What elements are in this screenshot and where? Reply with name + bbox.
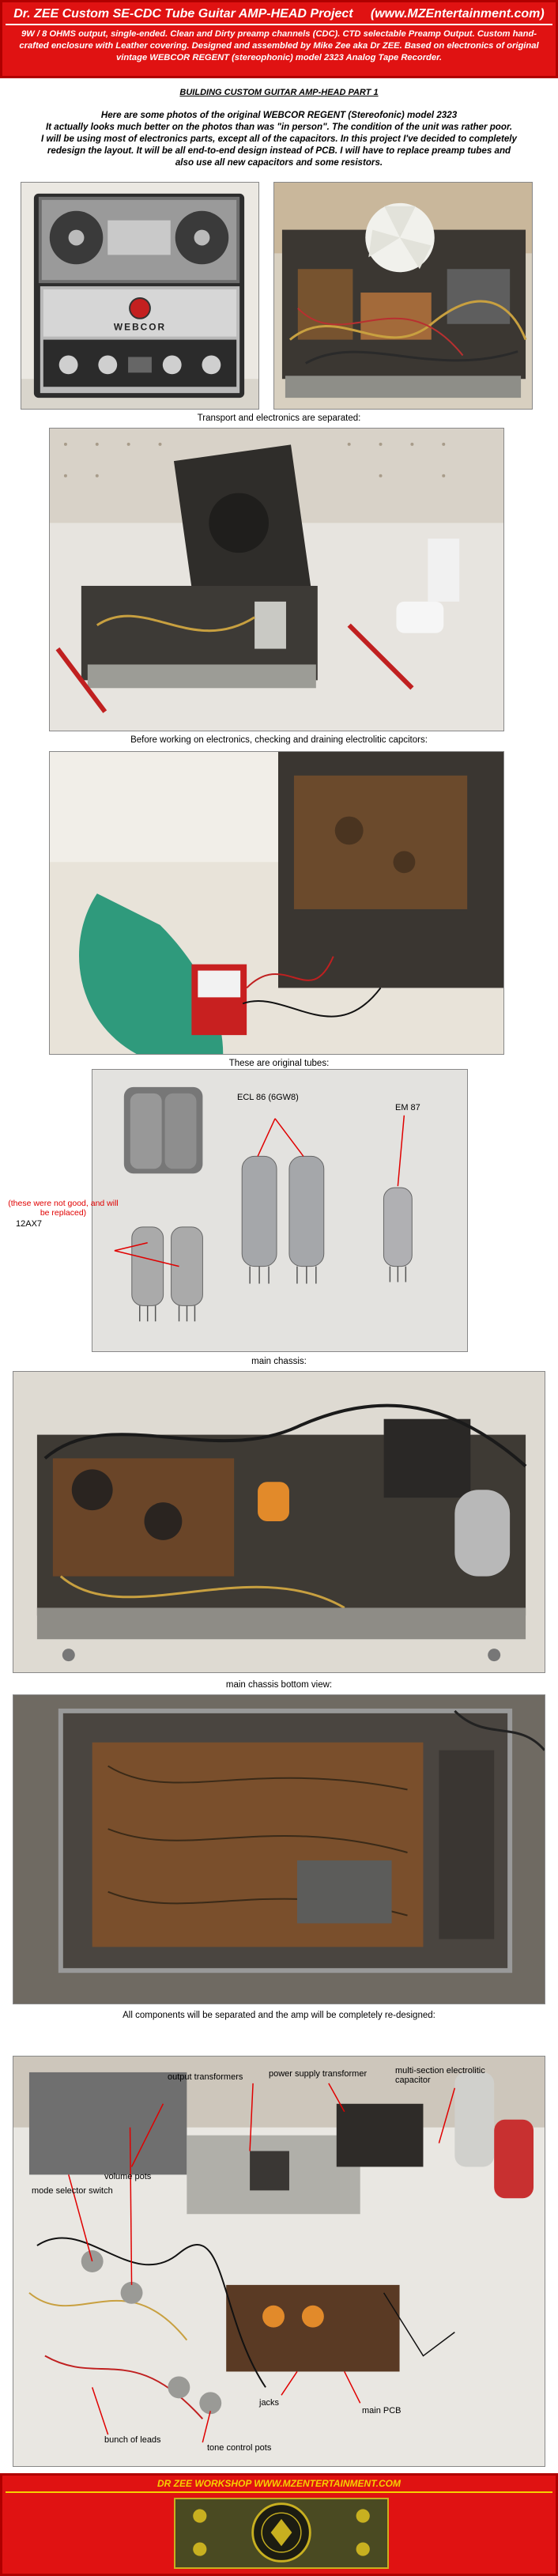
intro-line: also use all new capacitors and some res…	[175, 157, 383, 168]
photo-recorder-front: WEBCOR	[21, 182, 259, 410]
label-ecl86: ECL 86 (6GW8)	[237, 1093, 299, 1102]
caption-chassis: main chassis:	[251, 1357, 307, 1366]
caption-components: All components will be separated and the…	[123, 2011, 435, 2020]
photo-separated	[49, 428, 504, 731]
part-title: BUILDING CUSTOM GUITAR AMP-HEAD PART 1	[179, 88, 379, 97]
header-title: Dr. ZEE Custom SE-CDC Tube Guitar AMP-HE…	[13, 7, 353, 21]
label-bunch-of-leads: bunch of leads	[104, 2435, 161, 2445]
caption-before: Before working on electronics, checking …	[130, 735, 428, 745]
label-em87: EM 87	[395, 1103, 420, 1112]
label-output-transformers: output transformers	[168, 2072, 243, 2082]
intro-text: Here are some photos of the original WEB…	[13, 109, 545, 168]
intro-line: I will be using most of electronics part…	[41, 134, 517, 144]
label-power-supply-transformer: power supply transformer	[269, 2069, 368, 2079]
caption-tubes: These are original tubes:	[228, 1059, 330, 1068]
header-title-row: Dr. ZEE Custom SE-CDC Tube Guitar AMP-HE…	[6, 5, 552, 25]
intro-line: Here are some photos of the original WEB…	[100, 110, 458, 120]
label-mode-selector-switch: mode selector switch	[32, 2186, 113, 2196]
caption-bottom-view: main chassis bottom view:	[225, 1680, 333, 1690]
header-description: 9W / 8 OHMS output, single-ended. Clean …	[19, 29, 539, 62]
photo-tubes	[92, 1069, 468, 1352]
label-jacks: jacks	[259, 2398, 280, 2408]
recorder-brand: WEBCOR	[114, 322, 166, 333]
footer-text[interactable]: DR ZEE WORKSHOP WWW.MZENTERTAINMENT.COM	[6, 2476, 552, 2493]
photo-chassis-bottom	[13, 1694, 545, 2004]
header-banner: Dr. ZEE Custom SE-CDC Tube Guitar AMP-HE…	[0, 0, 558, 78]
label-12ax7: 12AX7	[16, 1219, 43, 1229]
label-bad-tubes-note: (these were not good, and will be replac…	[8, 1199, 119, 1218]
photo-draining-caps	[49, 751, 504, 1055]
intro-line: It actually looks much better on the pho…	[45, 122, 513, 132]
label-electrolitic-capacitor: multi-section electrolitic capacitor	[395, 2066, 485, 2085]
photo-components	[13, 2056, 545, 2467]
intro-line: redesign the layout. It will be all end-…	[47, 145, 511, 156]
footer-banner: DR ZEE WORKSHOP WWW.MZENTERTAINMENT.COM	[0, 2473, 558, 2576]
label-main-pcb: main PCB	[362, 2406, 402, 2415]
header-site-link[interactable]: (www.MZEntertainment.com)	[370, 7, 545, 21]
label-tone-control-pots: tone control pots	[207, 2443, 272, 2453]
workshop-logo	[174, 2498, 389, 2569]
caption-transport: Transport and electronics are separated:	[197, 414, 361, 423]
photo-electronics-top	[273, 182, 533, 410]
label-volume-pots: volume pots	[104, 2172, 152, 2181]
photo-main-chassis	[13, 1371, 545, 1673]
